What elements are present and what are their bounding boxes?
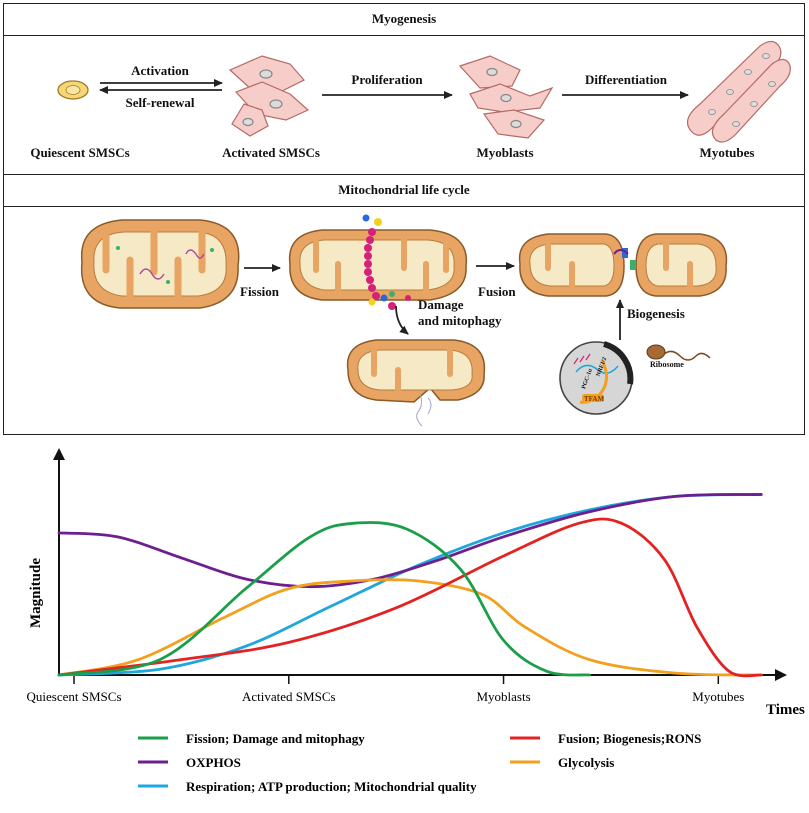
stage-label-myotubes: Myotubes [699,145,755,160]
magnitude-chart: Quiescent SMSCs Activated SMSCs Myoblasts M… [27,448,805,794]
fusion-label: Fusion [478,284,516,299]
legend-label: OXPHOS [186,755,241,770]
legend-label: Glycolysis [558,755,614,770]
myogenesis-panel: Myogenesis [3,3,805,175]
and-mitophagy-label: and mitophagy [418,313,502,328]
myogenesis-title: Myogenesis [371,11,437,26]
fusing-mitochondria-icon [518,233,728,297]
x-axis-label: Times [766,702,805,718]
mito-illustration [80,214,728,427]
series-line-0 [57,521,591,677]
x-tick-label: Myoblasts [476,689,530,704]
ribosome-icon [646,344,711,361]
mitochondrion-icon [80,219,240,309]
myogenesis-illustration [57,40,791,143]
proliferation-label: Proliferation [351,72,423,87]
activated-cells-icon [228,55,310,137]
x-tick-label: Activated SMSCs [242,689,336,704]
quiescent-cell-icon [57,80,89,100]
x-tick-label: Quiescent SMSCs [27,689,122,704]
stage-label-quiescent: Quiescent SMSCs [30,145,130,160]
stage-label-activated: Activated SMSCs [222,145,320,160]
series-line-1 [57,517,763,678]
series-line-3 [57,578,763,677]
myoblasts-icon [458,55,554,139]
activation-label: Activation [131,63,189,78]
dividing-mitochondrion-icon [288,214,468,310]
myogenesis-title-bar [4,4,804,36]
ribosome-label: Ribosome [650,360,684,369]
legend-label: Fission; Damage and mitophagy [186,731,365,746]
stage-label-myoblasts: Myoblasts [476,145,534,160]
fission-label: Fission [240,284,280,299]
x-tick-label: Myotubes [692,689,744,704]
myotubes-icon [686,40,791,143]
biogenesis-label: Biogenesis [627,306,685,321]
mito-title-bar [4,175,804,207]
mito-title: Mitochondrial life cycle [338,182,470,197]
damage-label: Damage [418,297,464,312]
damage-arrow [395,305,409,335]
differentiation-label: Differentiation [584,72,668,87]
self-renewal-label: Self-renewal [125,95,195,110]
nucleus-tfam-label: TFAM [584,395,605,403]
damaged-mitochondrion-icon [346,339,486,427]
y-axis-label: Magnitude [28,558,44,628]
legend-label: Respiration; ATP production; Mitochondri… [186,779,477,794]
nucleus-icon [559,341,634,415]
legend-label: Fusion; Biogenesis;RONS [558,731,701,746]
series-line-2 [57,493,763,589]
